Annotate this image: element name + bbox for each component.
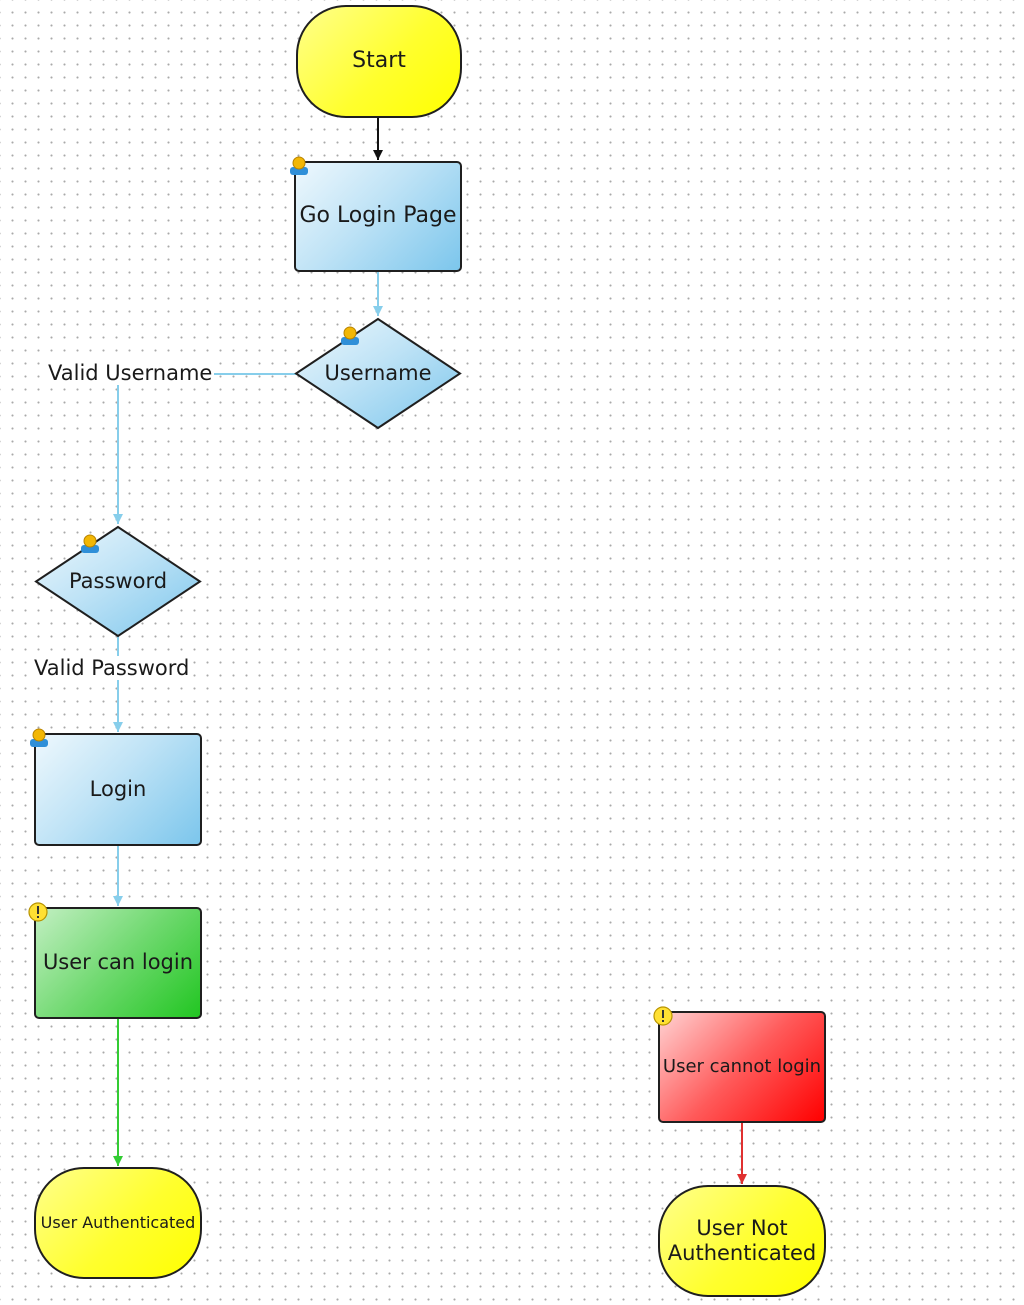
user-can-login-label: User can login xyxy=(42,950,194,975)
username-decision-node[interactable]: Username xyxy=(294,317,462,430)
login-label: Login xyxy=(89,776,147,801)
user-authenticated-label: User Authenticated xyxy=(40,1213,196,1233)
username-label: Username xyxy=(324,360,432,385)
user-icon xyxy=(341,326,359,345)
go-login-page-label: Go Login Page xyxy=(299,203,457,229)
edge-username-to-password xyxy=(113,373,296,524)
go-login-page-node[interactable]: Go Login Page xyxy=(294,161,462,272)
username-diamond-shape xyxy=(294,317,462,430)
password-label: Password xyxy=(68,568,168,593)
start-node[interactable]: Start xyxy=(296,5,462,118)
user-not-authenticated-node[interactable]: User Not Authenticated xyxy=(658,1185,826,1297)
warning-icon xyxy=(28,902,48,922)
user-not-authenticated-label: User Not Authenticated xyxy=(667,1215,817,1265)
user-cannot-login-label: User cannot login xyxy=(662,1056,822,1078)
user-can-login-node[interactable]: User can login xyxy=(34,907,202,1019)
warning-icon xyxy=(653,1006,673,1026)
user-cannot-login-node[interactable]: User cannot login xyxy=(658,1011,826,1123)
password-decision-node[interactable]: Password xyxy=(34,525,202,638)
edge-label-valid-password: Valid Password xyxy=(32,656,192,680)
user-icon xyxy=(290,156,308,175)
edge-label-valid-username: Valid Username xyxy=(46,361,215,385)
user-authenticated-node[interactable]: User Authenticated xyxy=(34,1167,202,1279)
login-node[interactable]: Login xyxy=(34,733,202,846)
user-icon xyxy=(30,728,48,747)
user-icon xyxy=(81,534,99,553)
password-diamond-shape xyxy=(34,525,202,638)
start-label: Start xyxy=(352,48,406,74)
